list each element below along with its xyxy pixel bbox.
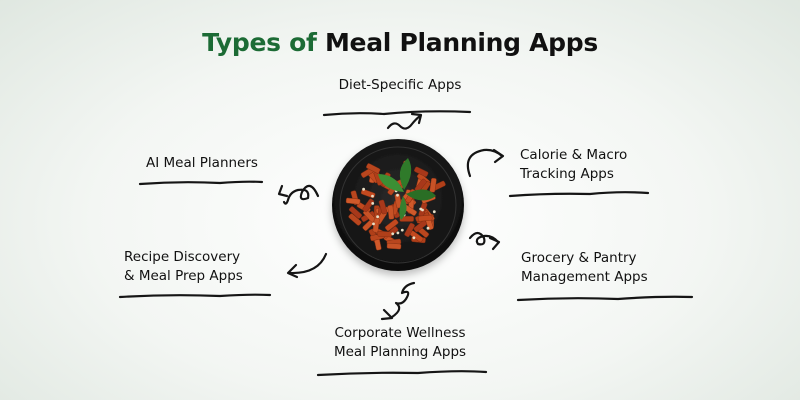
penne-piece <box>386 243 402 250</box>
penne-piece <box>414 166 429 177</box>
cheese-fleck <box>371 194 374 198</box>
arrow-recipe-icon <box>286 252 328 279</box>
underline-recipe <box>118 293 272 299</box>
category-grocery: Grocery & Pantry Management Apps <box>521 249 648 287</box>
penne-piece <box>387 205 395 220</box>
underline-diet <box>322 110 472 117</box>
penne-piece <box>362 198 375 213</box>
cheese-fleck <box>412 236 416 240</box>
category-label: Grocery & Pantry <box>521 250 637 266</box>
pasta-plate-illustration <box>332 139 464 271</box>
cheese-fleck <box>396 193 399 197</box>
page-title: Types of Meal Planning Apps <box>0 28 800 57</box>
underline-grocery <box>516 295 694 302</box>
cheese-fleck <box>376 215 379 219</box>
category-recipe: Recipe Discovery & Meal Prep Apps <box>124 248 243 286</box>
category-label: Tracking Apps <box>520 166 614 182</box>
category-ai: AI Meal Planners <box>146 154 258 173</box>
cheese-fleck <box>421 208 424 212</box>
category-label: Management Apps <box>521 269 648 285</box>
cheese-fleck <box>426 226 430 230</box>
category-calorie: Calorie & Macro Tracking Apps <box>520 146 627 184</box>
category-label: AI Meal Planners <box>146 155 258 171</box>
category-corporate: Corporate Wellness Meal Planning Apps <box>300 324 500 362</box>
basil-leaves <box>378 158 436 220</box>
cheese-fleck <box>400 228 404 232</box>
arrow-grocery-icon <box>468 231 501 251</box>
penne-piece <box>399 216 414 222</box>
underline-ai <box>138 180 264 186</box>
title-accent: Types of <box>202 28 317 57</box>
category-label: Meal Planning Apps <box>333 344 467 360</box>
category-label: Recipe Discovery <box>124 249 241 265</box>
penne-piece <box>413 220 428 233</box>
arrow-diet-icon <box>386 112 423 130</box>
category-label: Calorie & Macro <box>520 147 628 163</box>
cheese-fleck <box>362 187 365 191</box>
penne-piece <box>366 163 381 174</box>
cheese-fleck <box>372 222 375 226</box>
title-rest: Meal Planning Apps <box>324 28 598 57</box>
cheese-fleck <box>391 232 395 236</box>
plate-rim <box>339 146 457 264</box>
category-diet: Diet-Specific Apps <box>322 76 478 95</box>
penne-piece <box>348 206 363 219</box>
arrow-ai-icon <box>277 184 320 205</box>
penne-piece <box>348 213 362 226</box>
connector-arrows <box>277 112 505 321</box>
arrow-corporate-icon <box>380 281 416 321</box>
underline-strokes <box>118 110 694 377</box>
cheese-fleck <box>396 231 400 235</box>
penne-piece <box>378 199 388 215</box>
underline-corporate <box>316 370 488 377</box>
category-label: Corporate Wellness <box>334 325 466 341</box>
penne-piece <box>384 219 399 232</box>
penne-piece <box>429 177 437 193</box>
cheese-fleck <box>371 202 375 205</box>
penne-piece <box>377 231 392 238</box>
penne-piece <box>404 222 415 237</box>
cheese-fleck <box>432 210 436 214</box>
penne-piece <box>345 197 361 205</box>
underline-calorie <box>508 191 650 198</box>
arrow-calorie-icon <box>466 148 505 178</box>
category-label: & Meal Prep Apps <box>124 268 243 284</box>
category-label: Diet-Specific Apps <box>338 77 462 93</box>
penne-piece <box>417 214 433 222</box>
